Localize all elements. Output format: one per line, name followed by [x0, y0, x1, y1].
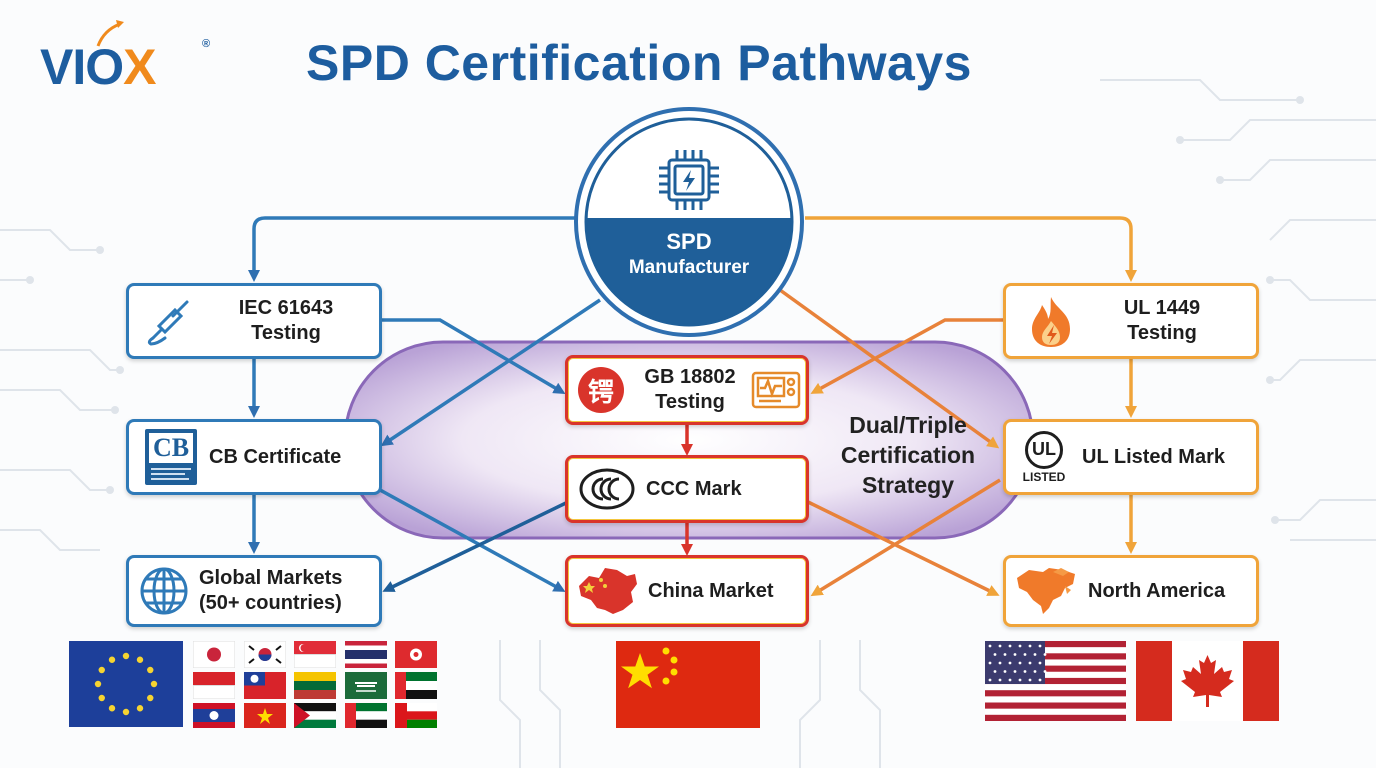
thailand-flag [345, 641, 387, 668]
gb-line1: GB 18802 [644, 366, 736, 388]
spd-manufacturer-hub: SPD Manufacturer [573, 106, 805, 338]
page-title: SPD Certification Pathways [306, 35, 972, 91]
flame-icon [1006, 293, 1096, 349]
arrow-center-to-ul1449 [805, 216, 1137, 282]
ul1449-testing-node: UL 1449 Testing [1003, 283, 1259, 359]
uae-flag [395, 672, 437, 699]
hub-line2: Manufacturer [628, 257, 750, 278]
arrow-ccc-to-global [382, 500, 569, 592]
test-equipment-icon [746, 370, 806, 410]
japan-flag [193, 641, 235, 668]
cb-certificate-icon: CB [129, 429, 205, 485]
gb-testing-node: 锷 GB 18802 Testing [565, 355, 809, 425]
cb-certificate-node: CB CB Certificate [126, 419, 382, 495]
ccc-mark-node: CCC Mark [565, 455, 809, 523]
na-label: North America [1088, 579, 1226, 602]
arrow-ullisted-to-china [810, 478, 1001, 597]
hong-kong-flag [395, 641, 437, 668]
global-line2: (50+ countries) [199, 592, 342, 614]
arrow-center-to-ullisted [778, 288, 1000, 449]
china-flag [616, 641, 760, 728]
strategy-line3: Strategy [861, 472, 955, 498]
test-probe-icon [129, 296, 207, 346]
usa-flag [985, 641, 1126, 721]
eu-flag [69, 641, 183, 727]
ccc-mark-icon [568, 466, 646, 512]
korea-flag [244, 641, 286, 668]
uae-flag-2 [345, 703, 387, 728]
ul-listed-node: UL LISTED UL Listed Mark [1003, 419, 1259, 495]
cb-label: CB Certificate [209, 445, 342, 468]
registered-mark: ® [202, 38, 210, 50]
north-america-map-icon [1006, 564, 1088, 618]
strategy-line2: Certification [840, 442, 976, 468]
oman-flag [395, 703, 437, 728]
lithuania-flag [294, 672, 336, 699]
north-america-node: North America [1003, 555, 1259, 627]
gb-badge: 锷 [578, 367, 624, 413]
ul1449-line1: UL 1449 [1123, 297, 1201, 319]
ccc-label: CCC Mark [646, 477, 742, 500]
iec-testing-node: IEC 61643 Testing [126, 283, 382, 359]
arrow-ccc-to-na [807, 500, 1000, 596]
laos-flag [193, 703, 235, 728]
ul1449-line2: Testing [1127, 322, 1197, 344]
ul-listed-icon: UL LISTED [1006, 430, 1082, 484]
spark-icon [96, 20, 124, 47]
globe-icon [129, 565, 199, 617]
arrow-center-to-cb [380, 298, 601, 447]
iec-line2: Testing [251, 322, 321, 344]
singapore-flag [294, 641, 336, 668]
gb-line2: Testing [655, 391, 725, 413]
indonesia-flag [193, 672, 235, 699]
iec-line1: IEC 61643 [238, 297, 334, 319]
china-market-node: China Market [565, 555, 809, 627]
ul-listed-label: UL Listed Mark [1082, 445, 1225, 468]
hub-line1: SPD [666, 229, 712, 254]
global-markets-node: Global Markets (50+ countries) [126, 555, 382, 627]
viox-logo: VIOX ® [40, 20, 210, 96]
arrow-center-to-iec [248, 216, 575, 282]
arrow-ul1449-to-gb [810, 318, 1003, 394]
strategy-label: Dual/Triple Certification Strategy [820, 410, 996, 500]
arrow-iec-to-gb [380, 318, 566, 395]
chip-lightning-icon [659, 150, 719, 210]
china-label: China Market [648, 579, 774, 602]
strategy-line1: Dual/Triple [849, 412, 967, 438]
arrow-cb-to-china [379, 488, 566, 592]
china-map-icon [568, 564, 648, 618]
palestine-flag [294, 703, 336, 728]
vietnam-flag [244, 703, 286, 728]
taiwan-flag [244, 672, 286, 699]
global-line1: Global Markets [199, 567, 343, 589]
canada-flag [1136, 641, 1279, 721]
saudi-arabia-flag [345, 672, 387, 699]
